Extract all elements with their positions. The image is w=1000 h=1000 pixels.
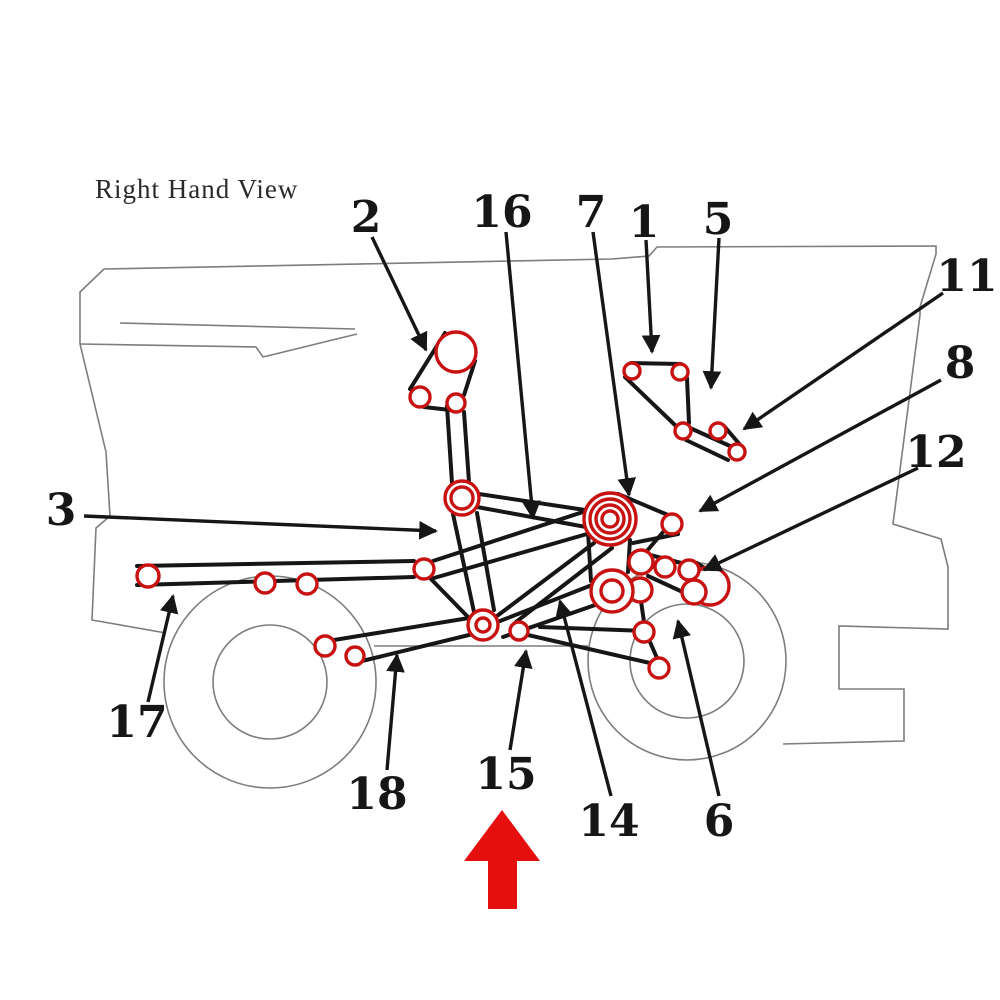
- leader-arrow-15: [508, 649, 533, 751]
- machine-body-outline: [103, 245, 949, 745]
- pulley: [589, 568, 635, 614]
- pulley: [660, 512, 684, 536]
- pulley: [588, 497, 632, 541]
- callout-labels: 2 16 7 1 5 11 8 12 3 17 18 15 14 6: [46, 187, 998, 847]
- pulley: [599, 578, 625, 604]
- pulley: [344, 645, 366, 667]
- callout-label-2: 2: [351, 192, 382, 243]
- pulley: [647, 656, 671, 680]
- pulley: [313, 634, 337, 658]
- machine-auger-top-line: [119, 322, 356, 330]
- leader-arrow-16: [504, 231, 541, 520]
- leader-arrow-17: [146, 594, 179, 703]
- leader-arrow-18: [385, 653, 405, 771]
- pulley: [582, 491, 638, 547]
- leader-arrow-5: [702, 237, 722, 390]
- pulley: [632, 620, 656, 644]
- pulley: [253, 571, 277, 595]
- leader-arrow-6: [672, 619, 721, 797]
- callout-label-18: 18: [346, 769, 407, 820]
- callout-label-14: 14: [578, 796, 639, 847]
- callout-label-5: 5: [703, 194, 734, 245]
- machine-auger-outline: [79, 333, 358, 358]
- rear-wheel-inner: [629, 603, 745, 719]
- callout-label-15: 15: [475, 749, 536, 800]
- highlight-up-arrow: [464, 810, 540, 909]
- pulley: [680, 578, 708, 606]
- belt-lines: [135, 331, 744, 665]
- callout-arrows: [83, 231, 944, 797]
- machine-front-outline: [79, 343, 167, 634]
- pulley: [466, 608, 500, 642]
- pulley: [412, 557, 436, 581]
- pulley: [445, 392, 467, 414]
- callout-label-8: 8: [945, 338, 976, 389]
- pulley: [135, 563, 161, 589]
- pulley: [600, 509, 620, 529]
- front-wheel-inner: [212, 624, 328, 740]
- pulley: [627, 548, 655, 576]
- callout-label-6: 6: [704, 796, 735, 847]
- leader-arrow-3: [83, 514, 438, 540]
- callout-label-7: 7: [576, 187, 607, 238]
- leader-arrow-14: [555, 599, 613, 797]
- leader-arrow-12: [702, 466, 919, 572]
- pulleys: [135, 330, 747, 680]
- callout-label-12: 12: [905, 427, 966, 478]
- callout-label-1: 1: [629, 197, 660, 248]
- leader-arrow-8: [698, 378, 942, 513]
- pulley: [508, 620, 530, 642]
- pulley: [434, 330, 478, 374]
- pulley: [653, 555, 677, 579]
- pulley: [670, 362, 690, 382]
- machine-cab-outline: [79, 268, 105, 344]
- front-wheel-outer: [163, 575, 377, 789]
- leader-arrow-7: [591, 231, 636, 497]
- leader-arrow-1: [641, 239, 661, 354]
- pulley: [727, 442, 747, 462]
- machine-outline: [79, 245, 949, 789]
- view-title: Right Hand View: [95, 174, 298, 204]
- leader-arrow-11: [742, 291, 944, 431]
- pulley: [449, 485, 475, 511]
- callout-label-16: 16: [471, 187, 532, 238]
- pulley: [673, 421, 693, 441]
- pulley: [295, 572, 319, 596]
- pulley: [408, 385, 432, 409]
- pulley: [622, 361, 642, 381]
- callout-label-17: 17: [106, 697, 167, 748]
- pulley: [474, 616, 492, 634]
- pulley: [677, 558, 701, 582]
- leader-arrow-2: [370, 236, 428, 352]
- callout-label-3: 3: [46, 485, 77, 536]
- pulley: [708, 421, 728, 441]
- callout-label-11: 11: [936, 251, 997, 302]
- pulley: [594, 503, 626, 535]
